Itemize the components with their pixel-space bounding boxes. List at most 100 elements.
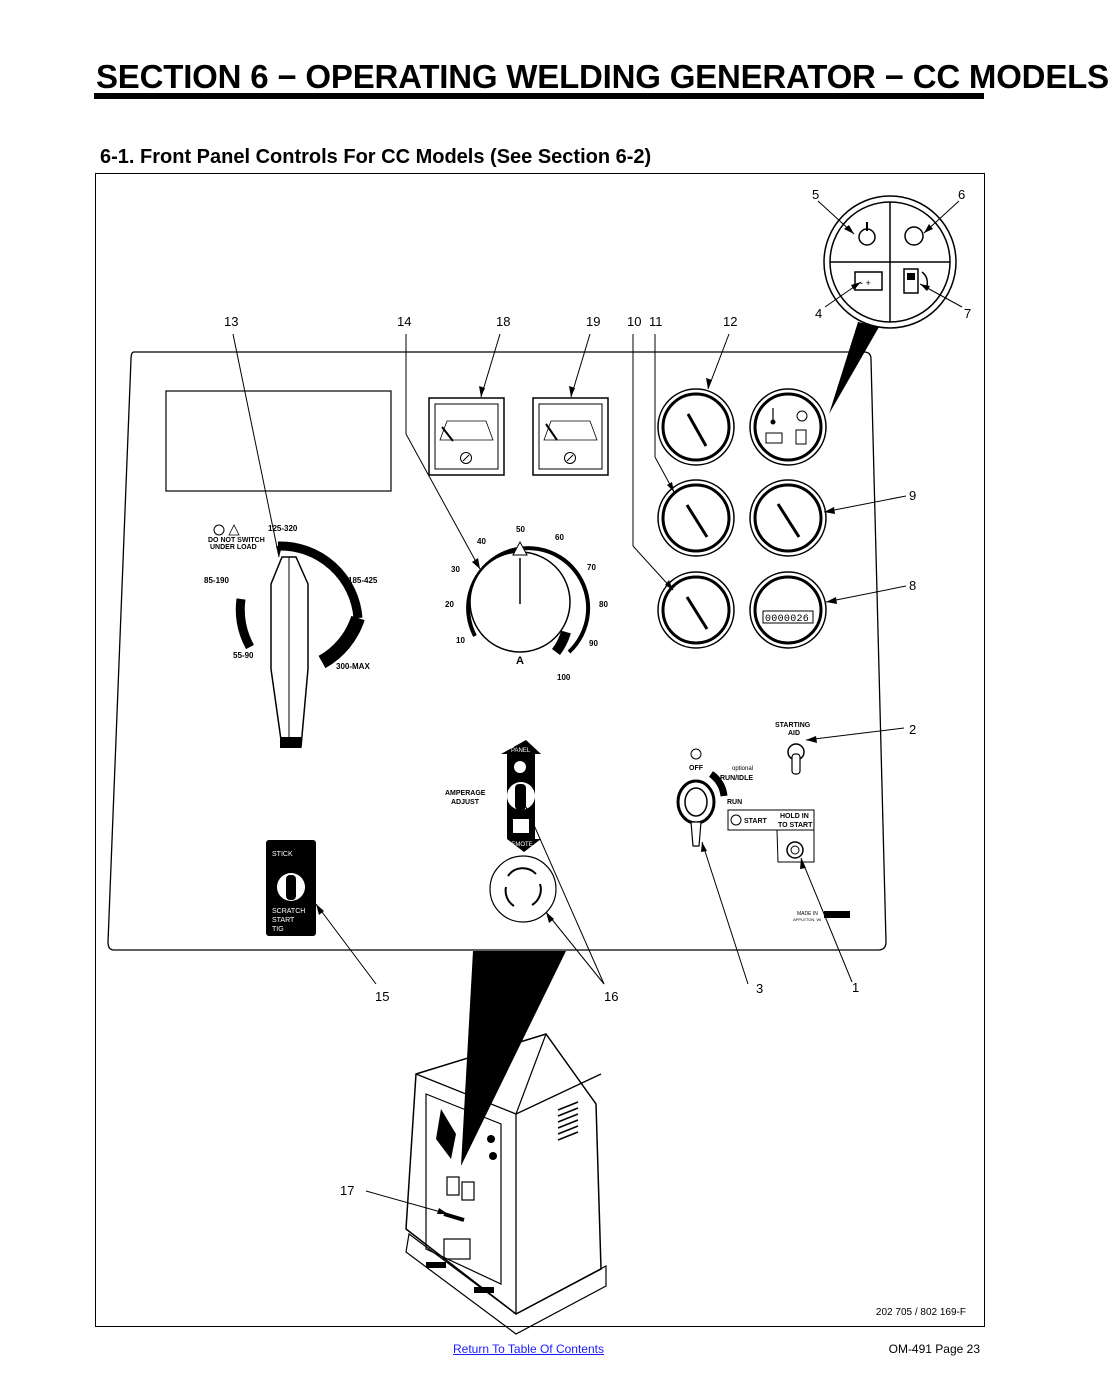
leader-arrowheads bbox=[276, 224, 933, 1214]
callout-6: 6 bbox=[958, 187, 965, 202]
stick-label: STICK bbox=[272, 851, 293, 858]
range-warning-line1: DO NOT SWITCH bbox=[208, 537, 265, 544]
engine-indicator-panel bbox=[749, 388, 827, 466]
gauge-top-left bbox=[657, 388, 735, 466]
callout-10: 10 bbox=[627, 314, 641, 329]
label-plate bbox=[165, 390, 392, 492]
return-to-toc-link[interactable]: Return To Table Of Contents bbox=[453, 1342, 604, 1356]
callout-2: 2 bbox=[909, 722, 916, 737]
run-label: RUN bbox=[727, 799, 742, 806]
run-idle-label: RUN/IDLE bbox=[720, 775, 753, 782]
range-switch[interactable]: DO NOT SWITCH UNDER LOAD 125-320 85-190 … bbox=[204, 524, 378, 748]
starting-aid-label-2: AID bbox=[788, 730, 800, 737]
amperage-adjust-dial[interactable]: 10 20 30 40 50 60 70 80 90 100 A bbox=[445, 525, 608, 682]
callout-1: 1 bbox=[852, 980, 859, 995]
section-title: SECTION 6 − OPERATING WELDING GENERATOR … bbox=[96, 58, 1109, 95]
process-selector-switch[interactable]: STICK SCRATCH START TIG bbox=[266, 840, 316, 936]
page-number: OM-491 Page 23 bbox=[888, 1342, 980, 1356]
callout-15: 15 bbox=[375, 989, 389, 1004]
scratch-label-2: START bbox=[272, 917, 295, 924]
to-start-label: TO START bbox=[778, 822, 813, 829]
callout-11: 11 bbox=[649, 314, 663, 329]
subsection-title: 6-1. Front Panel Controls For CC Models … bbox=[100, 146, 652, 168]
gauge-mid-left bbox=[657, 479, 735, 557]
range-warning-line2: UNDER LOAD bbox=[210, 544, 257, 551]
drawing-reference: 202 705 / 802 169-F bbox=[875, 1307, 966, 1318]
dial-tick-60: 60 bbox=[555, 533, 564, 542]
remote-receptacle[interactable] bbox=[489, 855, 557, 923]
made-in-label: MADE IN APPLETON, WI bbox=[793, 911, 850, 922]
dial-tick-90: 90 bbox=[589, 639, 598, 648]
range-label-55-90: 55-90 bbox=[233, 651, 254, 660]
ammeter bbox=[532, 397, 609, 476]
callout-3: 3 bbox=[756, 981, 763, 996]
hold-in-label: HOLD IN bbox=[780, 813, 809, 820]
range-scale-arc-high bbox=[318, 615, 365, 669]
range-scale-arc-low bbox=[235, 598, 255, 650]
range-label-185-425: 185-425 bbox=[348, 576, 378, 585]
lightning-warning-icon bbox=[213, 524, 225, 536]
scratch-label-3: TIG bbox=[272, 926, 284, 933]
svg-text:- +: - + bbox=[860, 278, 871, 288]
dial-tick-40: 40 bbox=[477, 537, 486, 546]
callout-4: 4 bbox=[815, 306, 822, 321]
callout-13: 13 bbox=[224, 314, 238, 329]
callout-19: 19 bbox=[586, 314, 600, 329]
dial-tick-20: 20 bbox=[445, 600, 454, 609]
gauge-mid-right bbox=[749, 479, 827, 557]
voltmeter bbox=[428, 397, 505, 476]
off-icon bbox=[690, 748, 702, 760]
gauge-bottom-left bbox=[657, 571, 735, 649]
dial-tick-80: 80 bbox=[599, 600, 608, 609]
dial-unit-label: A bbox=[516, 655, 524, 667]
start-icon bbox=[730, 814, 742, 826]
optional-label: optional bbox=[732, 766, 753, 772]
dial-tick-50: 50 bbox=[516, 525, 525, 534]
dial-tick-10: 10 bbox=[456, 636, 465, 645]
fuel-icon bbox=[903, 268, 919, 294]
engine-control-switch[interactable]: OFF optional RUN/IDLE RUN START HOLD IN … bbox=[676, 748, 815, 863]
callout-14: 14 bbox=[397, 314, 411, 329]
appleton-text: APPLETON, WI bbox=[793, 917, 821, 922]
enlargement-pointer bbox=[829, 322, 879, 414]
front-panel-diagram: DO NOT SWITCH UNDER LOAD 125-320 85-190 … bbox=[107, 187, 971, 1335]
starting-aid-switch[interactable]: STARTING AID bbox=[775, 722, 811, 775]
starting-aid-label-1: STARTING bbox=[775, 722, 811, 729]
range-label-300-max: 300-MAX bbox=[336, 662, 370, 671]
range-scale-arc bbox=[277, 541, 363, 619]
callout-5: 5 bbox=[812, 187, 819, 202]
amperage-adjust-label-2: ADJUST bbox=[451, 799, 480, 806]
panel-label: PANEL bbox=[511, 748, 531, 754]
off-label: OFF bbox=[689, 765, 704, 772]
front-panel-figure: DO NOT SWITCH UNDER LOAD 125-320 85-190 … bbox=[95, 173, 985, 1335]
battery-icon bbox=[854, 271, 883, 291]
oil-pressure-icon bbox=[858, 228, 876, 246]
start-label: START bbox=[744, 818, 768, 825]
start-push-button[interactable] bbox=[786, 841, 804, 859]
range-label-85-190: 85-190 bbox=[204, 576, 229, 585]
range-label-125-320: 125-320 bbox=[268, 524, 298, 533]
callout-17: 17 bbox=[340, 1183, 354, 1198]
scratch-label-1: SCRATCH bbox=[272, 908, 305, 915]
front-panel-outline bbox=[107, 351, 887, 951]
section-rule bbox=[94, 93, 984, 99]
welding-generator-machine-drawing bbox=[405, 951, 607, 1335]
remote-label: REMOTE bbox=[507, 842, 533, 848]
hand-warning-icon bbox=[228, 524, 240, 536]
dial-tick-70: 70 bbox=[587, 563, 596, 572]
hour-meter-reading: 0000026 bbox=[765, 614, 809, 625]
amperage-adjust-switch[interactable]: PANEL REMOTE AMPERAGE ADJUST bbox=[445, 740, 541, 852]
hour-meter: 0000026 bbox=[749, 571, 827, 649]
callout-9: 9 bbox=[909, 488, 916, 503]
amperage-adjust-label-1: AMPERAGE bbox=[445, 790, 486, 797]
callout-16: 16 bbox=[604, 989, 618, 1004]
coolant-temp-icon bbox=[904, 226, 924, 246]
callout-8: 8 bbox=[909, 578, 916, 593]
dial-tick-30: 30 bbox=[451, 565, 460, 574]
callout-7: 7 bbox=[964, 306, 971, 321]
callout-12: 12 bbox=[723, 314, 737, 329]
indicator-enlargement: - + bbox=[823, 195, 957, 414]
made-in-text: MADE IN bbox=[797, 911, 818, 917]
dial-tick-100: 100 bbox=[557, 673, 571, 682]
callout-18: 18 bbox=[496, 314, 510, 329]
